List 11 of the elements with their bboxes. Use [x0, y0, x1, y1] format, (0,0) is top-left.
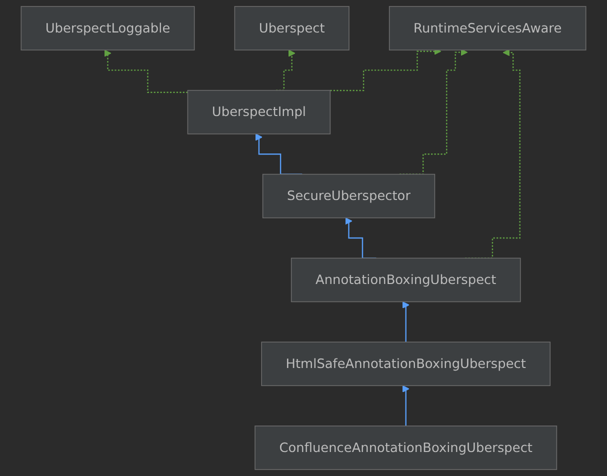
arrow — [402, 385, 410, 427]
node-box: UberspectImpl — [187, 90, 331, 134]
arrow — [104, 50, 188, 93]
node-box: SecureUberspector — [262, 174, 436, 218]
node-box: RuntimeServicesAware — [388, 6, 586, 50]
node-box: ConfluenceAnnotationBoxingUberspect — [254, 426, 558, 470]
arrow — [402, 301, 410, 343]
node-box: Uberspect — [234, 6, 350, 50]
node-box: UberspectLoggable — [20, 6, 195, 50]
node-box: AnnotationBoxingUberspect — [290, 258, 521, 302]
node-box: HtmlSafeAnnotationBoxingUberspect — [261, 342, 551, 386]
